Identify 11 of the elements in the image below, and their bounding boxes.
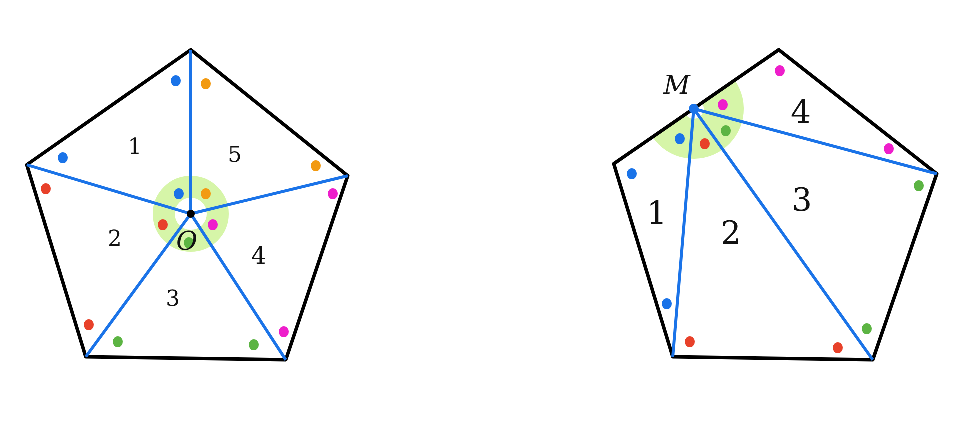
region-number: 1 bbox=[128, 137, 142, 159]
region-number: 2 bbox=[720, 217, 742, 249]
region-number: 5 bbox=[228, 145, 242, 167]
region-number: 4 bbox=[790, 96, 812, 128]
point-label: O bbox=[176, 229, 198, 255]
region-number: 4 bbox=[251, 244, 267, 268]
region-number: 1 bbox=[646, 197, 668, 229]
region-number: 3 bbox=[166, 289, 180, 311]
region-number: 3 bbox=[792, 184, 812, 216]
region-number: 2 bbox=[108, 229, 122, 251]
point-label: M bbox=[664, 73, 690, 99]
